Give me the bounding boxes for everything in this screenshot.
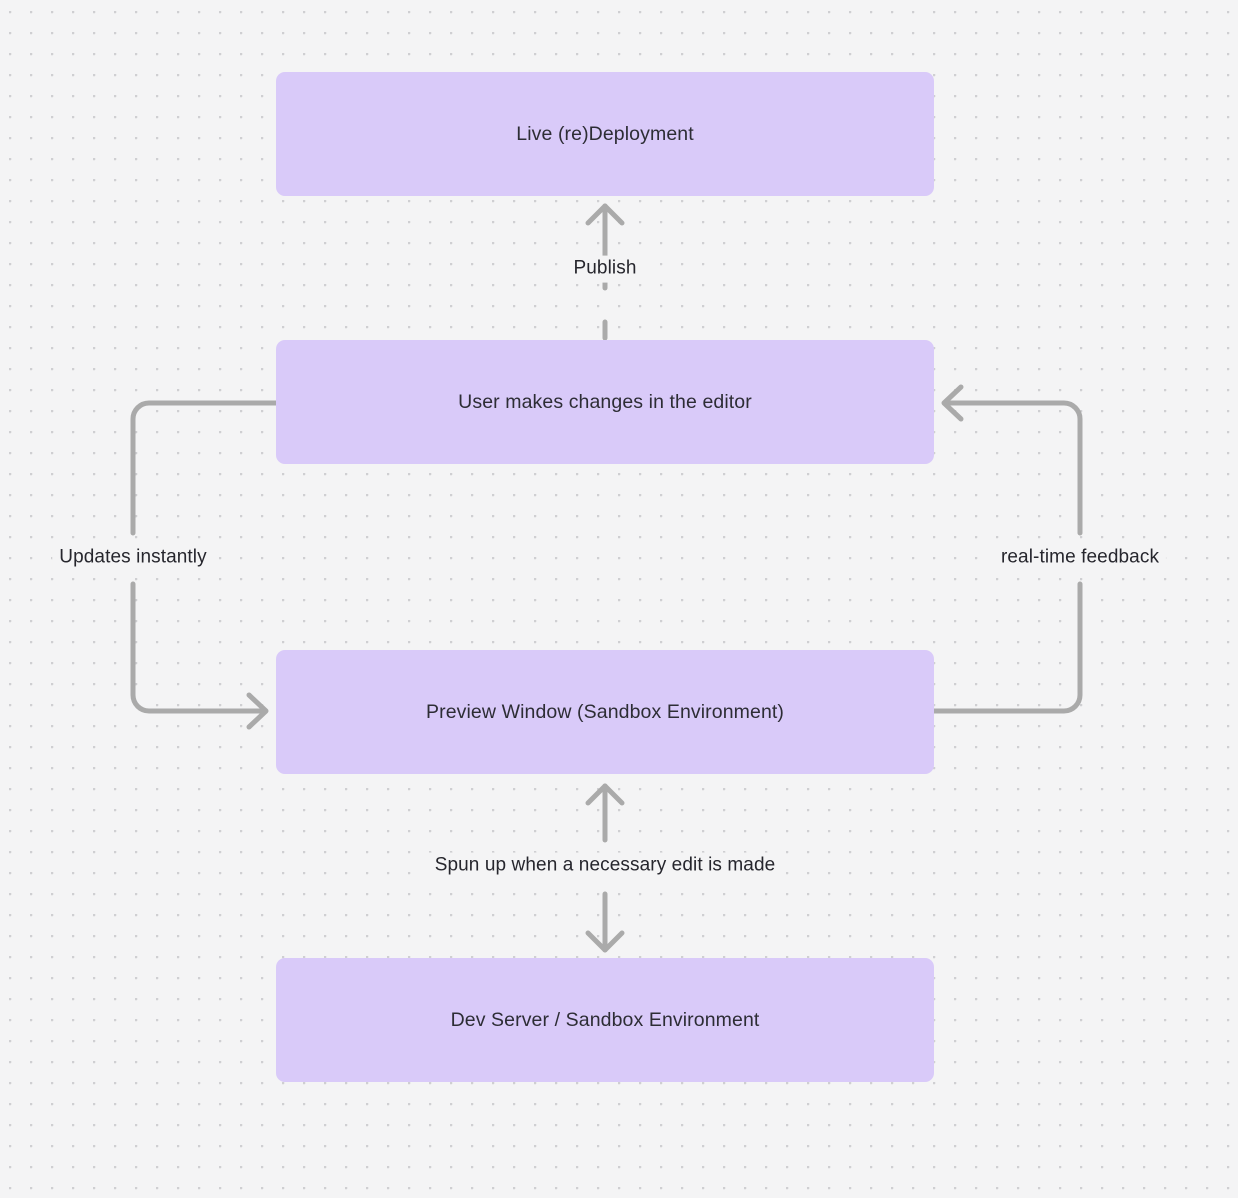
edge-label-real-time-feedback: real-time feedback [993,544,1167,572]
node-user-edits[interactable]: User makes changes in the editor [276,340,934,464]
edge-label-publish: Publish [566,255,644,283]
node-live-deployment[interactable]: Live (re)Deployment [276,72,934,196]
edge-label-spun-up: Spun up when a necessary edit is made [427,852,783,880]
node-preview-window-label: Preview Window (Sandbox Environment) [426,700,784,723]
edge-label-updates-instantly: Updates instantly [52,544,214,572]
node-dev-server[interactable]: Dev Server / Sandbox Environment [276,958,934,1082]
node-user-edits-label: User makes changes in the editor [458,390,752,413]
node-live-deployment-label: Live (re)Deployment [516,122,694,145]
node-dev-server-label: Dev Server / Sandbox Environment [450,1008,760,1031]
node-preview-window[interactable]: Preview Window (Sandbox Environment) [276,650,934,774]
